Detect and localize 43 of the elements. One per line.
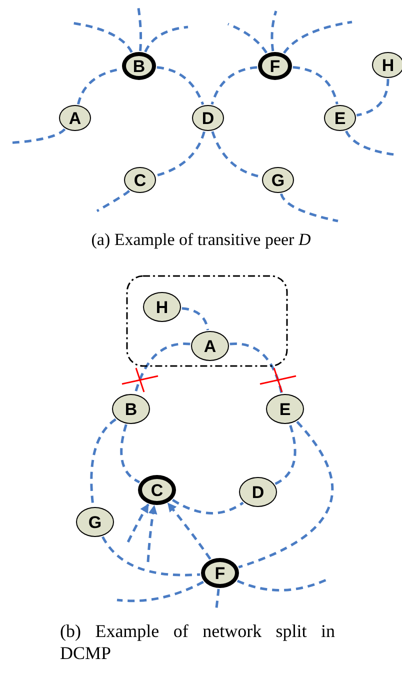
dashed-link	[134, 342, 190, 394]
dashed-link	[274, 424, 296, 486]
dashed-link	[280, 193, 338, 222]
peer-node: D	[239, 477, 277, 507]
dashed-link	[238, 420, 334, 568]
dashed-arrow	[146, 504, 158, 562]
dashed-link	[283, 20, 352, 54]
peer-node: F	[258, 52, 292, 80]
dashed-link	[356, 78, 390, 116]
peer-node: G	[76, 507, 114, 537]
subfigure-caption: (b) Example of network split in DCMP	[60, 620, 335, 664]
dashed-link	[182, 307, 210, 330]
peer-node: H	[372, 52, 402, 78]
dashed-link	[156, 131, 206, 177]
dashed-link	[156, 66, 204, 106]
dashed-link	[210, 66, 258, 105]
peer-node: D	[192, 105, 224, 131]
dashed-link	[172, 498, 244, 514]
peer-node: E	[266, 394, 304, 424]
dashed-arrow	[126, 504, 150, 543]
dashed-link	[96, 190, 130, 212]
dashed-link	[116, 580, 204, 602]
dashed-link	[102, 536, 200, 576]
subfigure-caption: (a) Example of transitive peer D	[90, 229, 312, 251]
peer-node: H	[143, 292, 181, 322]
dashed-link	[230, 342, 283, 394]
dashed-link	[228, 22, 268, 54]
dashed-link	[270, 10, 278, 52]
peer-node: C	[138, 475, 176, 505]
dashed-arrow	[167, 502, 212, 560]
peer-node: B	[122, 52, 156, 80]
peer-node: A	[191, 331, 229, 361]
dashed-link	[72, 22, 133, 53]
dashed-link	[292, 66, 338, 104]
peer-node: B	[112, 394, 150, 424]
peer-node: F	[201, 558, 239, 588]
dashed-link	[144, 26, 188, 52]
peer-node: E	[324, 105, 356, 131]
dashed-link	[120, 424, 140, 484]
peer-node: A	[59, 105, 91, 131]
dashed-link	[236, 578, 326, 592]
peer-node: C	[124, 167, 156, 193]
peer-node: G	[262, 167, 294, 193]
